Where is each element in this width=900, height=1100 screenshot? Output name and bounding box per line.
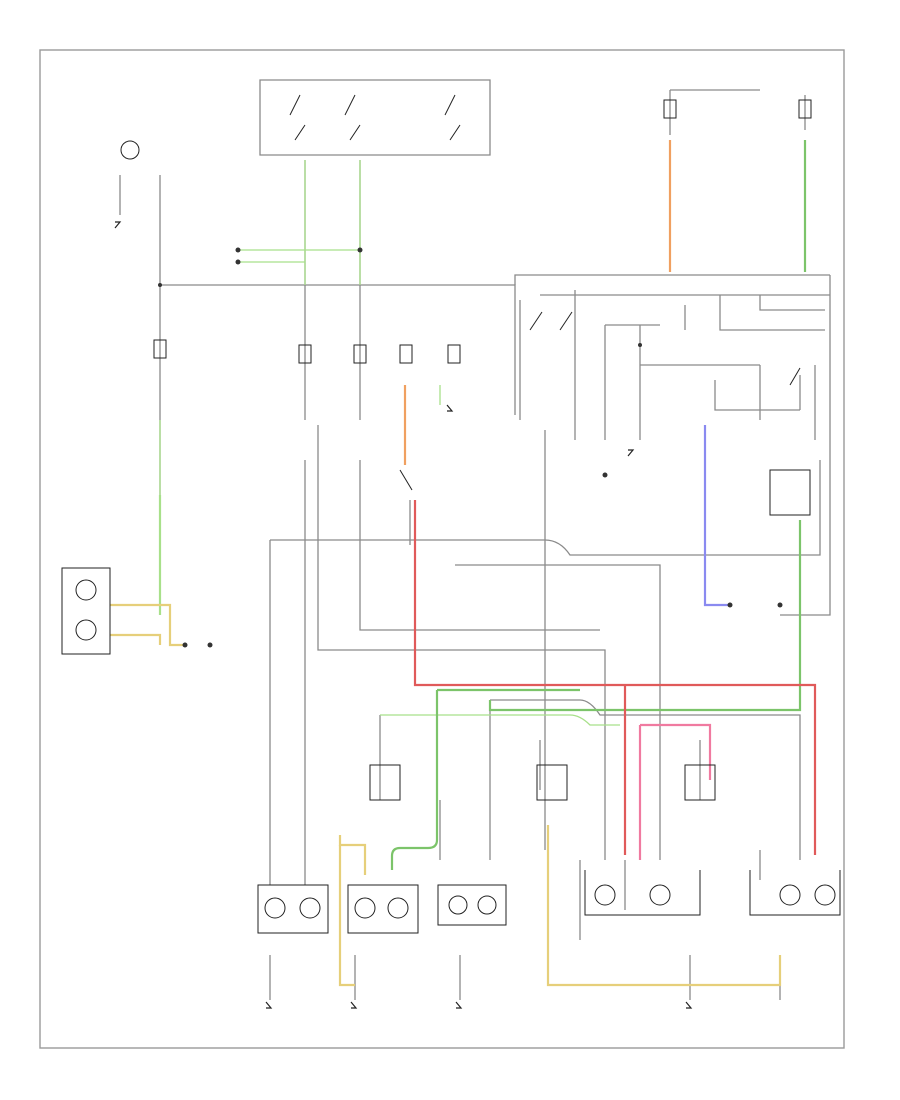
switch-blade: [559, 311, 573, 331]
bulb: [354, 897, 376, 919]
switch-blade: [294, 124, 306, 141]
bulb: [814, 884, 836, 906]
bulb: [779, 884, 801, 906]
wire: [640, 723, 712, 780]
fuse: [298, 344, 312, 364]
wire: [338, 845, 355, 987]
relay-box: [684, 764, 716, 801]
junction-dot: [158, 283, 162, 287]
wire: [259, 79, 491, 156]
junction-dot: [602, 472, 608, 478]
bulb: [448, 895, 468, 915]
bulb: [477, 895, 497, 915]
wire: [703, 425, 730, 607]
junction-dot: [182, 642, 188, 648]
switch-symbols: [153, 94, 812, 801]
bulb: [75, 619, 97, 641]
bulb: [594, 884, 616, 906]
bulb: [387, 897, 409, 919]
bulb: [120, 140, 140, 160]
license-lamp-housing: [61, 567, 111, 655]
relay-box: [536, 764, 568, 801]
junction-dot: [207, 642, 213, 648]
wire: [714, 380, 800, 411]
fuse: [663, 99, 677, 119]
wires-colored: [110, 140, 817, 987]
wire: [490, 699, 801, 860]
switch-blade: [449, 124, 461, 141]
switch-blade: [289, 94, 301, 116]
junction-dot: [235, 259, 241, 265]
wire: [546, 825, 782, 987]
switch-blade: [789, 367, 801, 386]
switch-blade: [529, 311, 543, 331]
lamp-assemblies: [61, 140, 841, 934]
lamp-housing: [257, 884, 329, 934]
relay-box: [369, 764, 401, 801]
lamp-housing: [584, 870, 701, 916]
switch-blade: [444, 94, 456, 116]
fuse: [153, 339, 167, 359]
wire: [514, 274, 830, 285]
fuse: [798, 99, 812, 119]
fuse: [447, 344, 461, 364]
junction-dot: [638, 343, 642, 347]
wire: [455, 564, 661, 860]
switch-blade: [344, 94, 356, 116]
lamp-housing: [437, 884, 507, 926]
ground-symbols: [114, 221, 693, 1009]
bulb: [75, 579, 97, 601]
bulb: [264, 897, 286, 919]
wires-gray: [119, 79, 831, 1000]
ground-symbol: [265, 1001, 273, 1009]
junction-dot: [235, 247, 241, 253]
wire: [317, 425, 606, 860]
ground-symbol: [446, 404, 454, 412]
relay-box: [769, 469, 811, 516]
wire: [160, 284, 516, 415]
wire: [488, 615, 802, 712]
wire: [780, 275, 831, 616]
ground-symbol: [114, 221, 122, 229]
junction-dots: [158, 247, 783, 648]
wire: [413, 500, 817, 855]
wires-lightgreen: [159, 160, 620, 726]
lamp-housing: [347, 884, 419, 934]
fuse: [353, 344, 367, 364]
wire: [338, 835, 367, 875]
bulb: [299, 897, 321, 919]
fuse: [399, 344, 413, 364]
switch-blade: [399, 469, 413, 491]
wire: [110, 633, 162, 645]
switch-blade: [349, 124, 361, 141]
ground-symbol: [350, 1001, 358, 1009]
wire: [390, 690, 439, 870]
wire: [719, 295, 825, 331]
ground-symbol: [455, 1001, 463, 1009]
lamp-housing: [749, 870, 841, 916]
wire: [359, 460, 600, 631]
junction-dot: [727, 602, 733, 608]
ground-symbol: [685, 1001, 693, 1009]
junction-dot: [777, 602, 783, 608]
wire: [759, 295, 825, 311]
wire: [380, 714, 620, 726]
wire: [270, 460, 821, 556]
wire: [110, 603, 185, 647]
ground-symbol: [627, 449, 635, 457]
bulb: [649, 884, 671, 906]
junction-dot: [357, 247, 363, 253]
diagram-frame: [39, 49, 845, 1049]
